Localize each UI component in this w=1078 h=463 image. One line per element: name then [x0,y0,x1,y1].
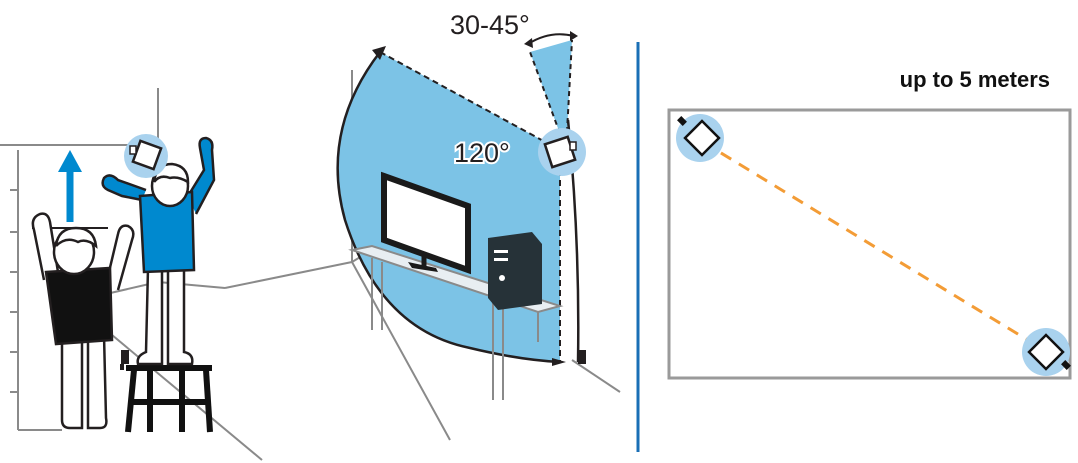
fov-angle-label: 120° [454,138,510,168]
monitor [381,171,471,275]
step-stool [125,365,213,433]
fov-top-edge [379,51,561,151]
person-blue-shirt [101,136,216,366]
tilt-angle-label: 30-45° [450,10,530,40]
pc-tower [488,232,542,310]
power-outlet-icon [578,350,586,364]
height-ruler [10,150,62,431]
field-of-view-scene: 30-45° 120° [336,10,621,441]
base-station-icon [124,134,168,178]
mounting-scene [0,88,353,461]
base-station-icon [676,114,724,162]
base-station-icon [1022,328,1071,376]
distance-label: up to 5 meters [900,67,1050,92]
base-station-icon [538,128,586,176]
tilt-cone [530,40,572,150]
distance-line [702,140,1045,352]
power-outlet-icon [120,350,129,370]
person-black-shirt [31,212,135,430]
play-area-scene: up to 5 meters [667,67,1072,380]
